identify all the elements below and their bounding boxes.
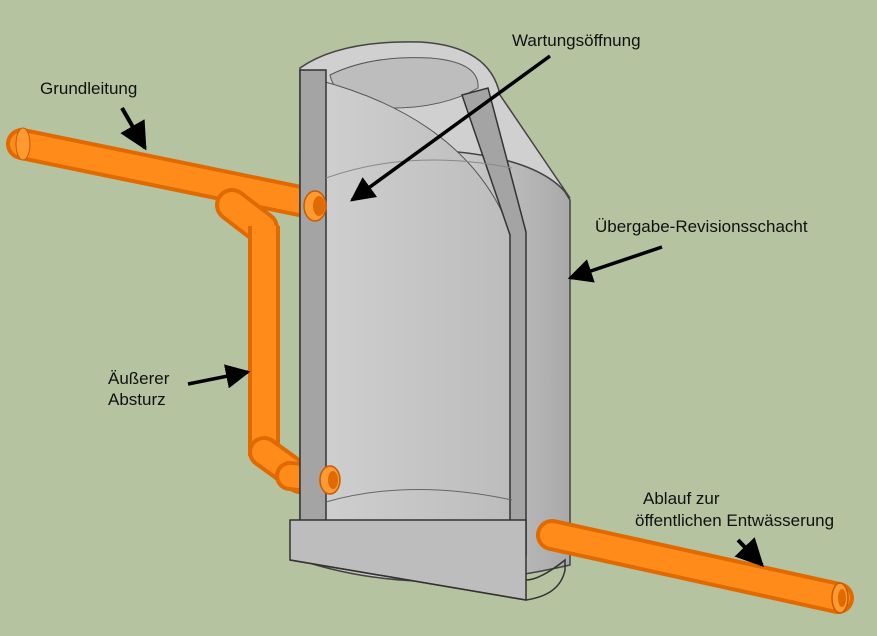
- arrow-grundleitung: [120, 107, 147, 151]
- label-ablauf-line1: Ablauf zur: [643, 489, 720, 508]
- grundleitung-pipe: [6, 127, 316, 217]
- label-absturz-line2: Absturz: [108, 390, 166, 409]
- arrow-absturz: [187, 364, 251, 389]
- upper-inlet-opening: [303, 190, 327, 222]
- label-wartungsoeffnung: Wartungsöffnung: [512, 31, 641, 50]
- arrow-schacht: [567, 245, 663, 283]
- arrow-wartungsoeffnung: [350, 54, 552, 202]
- pointer-arrows: [120, 54, 764, 568]
- label-grundleitung: Grundleitung: [40, 79, 138, 98]
- lower-inlet-opening: [319, 465, 341, 495]
- ablauf-pipe: [536, 519, 854, 614]
- label-ablauf-line2: öffentlichen Entwässerung: [635, 511, 835, 530]
- label-absturz-line1: Äußerer: [108, 369, 170, 388]
- label-schacht: Übergabe-Revisionsschacht: [595, 217, 808, 236]
- arrow-ablauf: [734, 537, 764, 568]
- revisionsschacht: [289, 41, 571, 601]
